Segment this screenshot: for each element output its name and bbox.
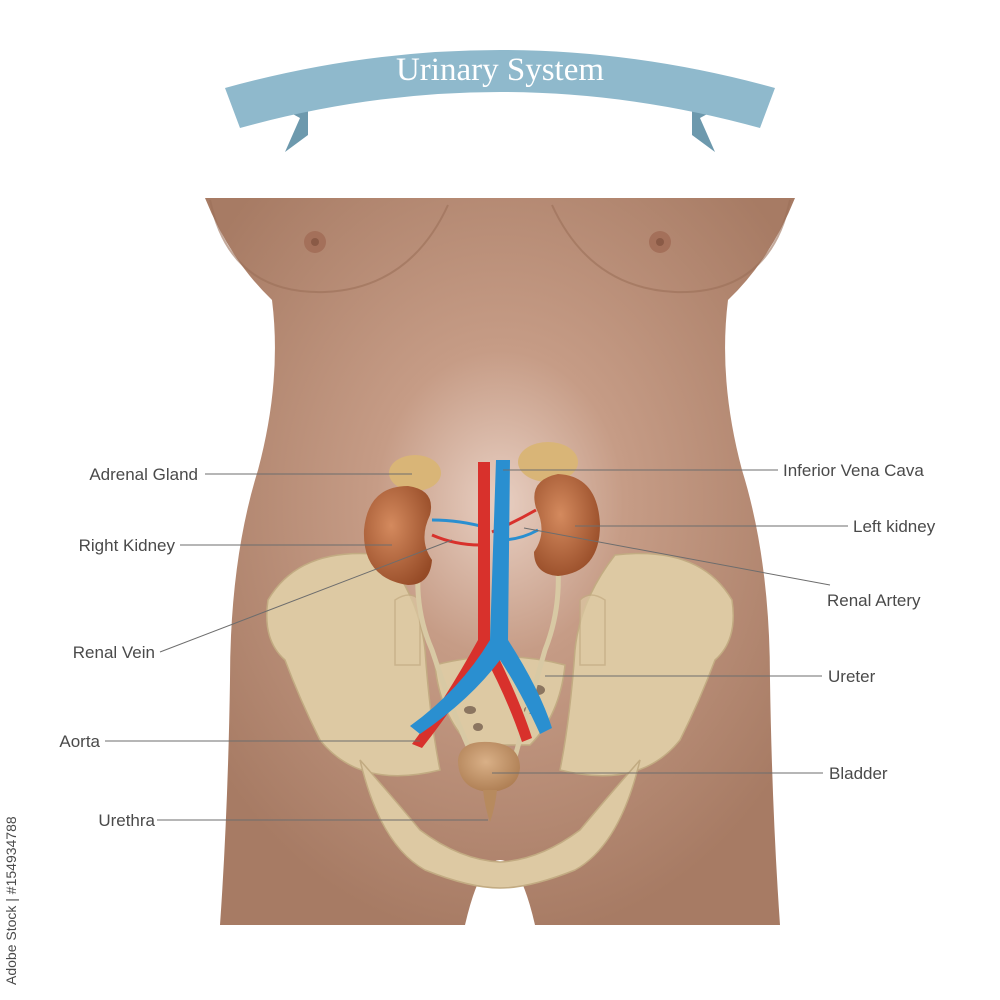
lumbar-spine <box>394 594 421 666</box>
lumbar-spine-left <box>579 594 606 666</box>
urethra <box>483 790 497 822</box>
labels: Adrenal Gland Right Kidney Renal Vein Ao… <box>59 461 935 830</box>
breast-right <box>209 199 449 294</box>
ribbon-band <box>225 50 775 128</box>
title-ribbon: Urinary System <box>225 50 775 152</box>
label-inferior-vena-cava: Inferior Vena Cava <box>783 461 924 480</box>
renal-artery-right <box>431 533 481 547</box>
pubic-arch <box>359 759 641 889</box>
foramen <box>473 723 483 731</box>
page-title: Urinary System <box>396 52 604 88</box>
inferior-vena-cava <box>410 460 552 734</box>
label-renal-artery: Renal Artery <box>827 591 921 610</box>
kidney-right <box>363 486 432 585</box>
leader-renal-artery <box>523 527 831 586</box>
label-left-kidney: Left kidney <box>853 517 936 536</box>
nipple-left-center <box>656 238 664 246</box>
ureter-left <box>509 539 561 769</box>
label-renal-vein: Renal Vein <box>73 643 155 662</box>
breast-left <box>551 199 791 294</box>
nipple-right-center <box>311 238 319 246</box>
leader-renal-vein <box>159 539 453 653</box>
label-adrenal-gland: Adrenal Gland <box>89 465 198 484</box>
aorta <box>412 462 532 748</box>
bladder <box>458 741 520 792</box>
pelvis <box>266 552 734 889</box>
kidney-left <box>534 474 600 576</box>
label-aorta: Aorta <box>59 732 100 751</box>
side-stock-text: Adobe Stock | #154934788 <box>3 816 19 985</box>
adrenal-gland-right <box>389 455 441 491</box>
label-urethra: Urethra <box>98 811 155 830</box>
label-ureter: Ureter <box>828 667 876 686</box>
label-bladder: Bladder <box>829 764 888 783</box>
adrenal-gland-left <box>518 442 578 482</box>
leader-lines <box>105 469 848 821</box>
label-right-kidney: Right Kidney <box>79 536 176 555</box>
foramen <box>464 706 476 714</box>
